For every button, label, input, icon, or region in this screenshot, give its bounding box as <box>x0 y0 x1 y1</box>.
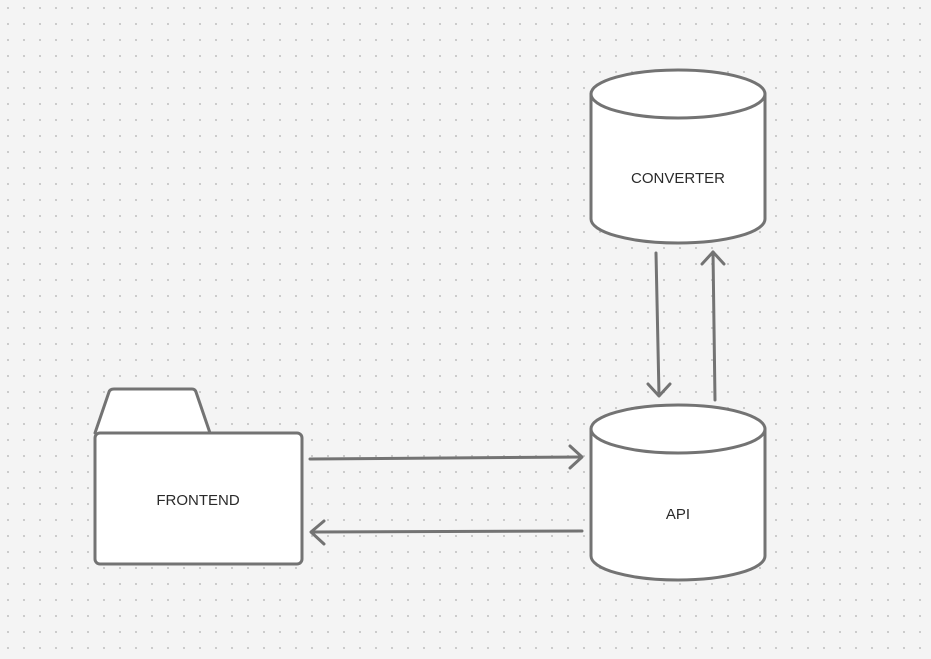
edge-frontend-to-api-line <box>308 455 583 461</box>
node-converter[interactable]: CONVERTER <box>589 68 767 245</box>
api-cylinder-body <box>589 427 767 582</box>
edge-api-to-converter-arrowhead <box>700 250 726 266</box>
frontend-label: FRONTEND <box>156 492 239 509</box>
frontend-folder-tab <box>93 387 212 435</box>
edge-converter-to-api[interactable] <box>646 251 672 398</box>
node-frontend[interactable]: FRONTEND <box>93 387 304 566</box>
edge-frontend-to-api[interactable] <box>308 444 584 470</box>
edge-converter-to-api-line <box>654 251 661 397</box>
edge-api-to-frontend[interactable] <box>309 519 584 546</box>
edge-frontend-to-api-arrowhead <box>568 444 584 470</box>
edge-api-to-frontend-arrowhead <box>309 519 326 546</box>
api-label: API <box>666 506 690 523</box>
converter-cylinder-body <box>589 92 767 245</box>
frontend-folder-body <box>93 431 304 566</box>
converter-cylinder-top <box>589 68 767 120</box>
converter-label: CONVERTER <box>631 170 725 187</box>
api-cylinder-top <box>589 403 767 455</box>
edge-api-to-converter[interactable] <box>700 250 726 402</box>
edge-api-to-converter-line <box>711 250 717 402</box>
edge-api-to-frontend-line <box>310 529 584 534</box>
edge-converter-to-api-arrowhead <box>646 382 672 398</box>
node-api[interactable]: API <box>589 403 767 582</box>
